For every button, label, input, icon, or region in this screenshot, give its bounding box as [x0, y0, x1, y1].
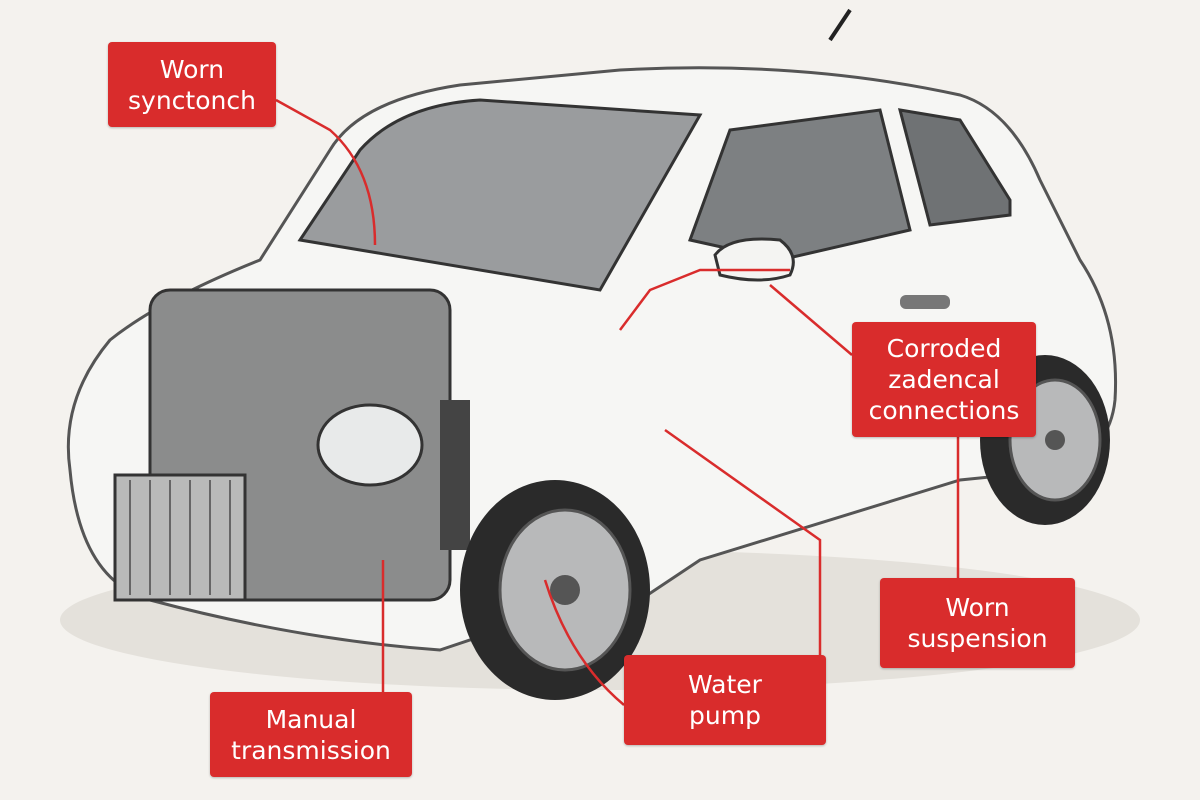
door-handle	[900, 295, 950, 309]
label-text: pump	[689, 701, 761, 730]
label-text: Corroded	[886, 334, 1002, 363]
car-body	[66, 8, 1118, 652]
leader-lines	[275, 98, 960, 706]
windshield	[297, 98, 703, 292]
label-text: zadencal	[888, 365, 1000, 394]
label-text: Manual	[265, 704, 357, 734]
label-text: Worn	[945, 593, 1010, 622]
front-wheel	[460, 480, 650, 700]
label-text: synctonch	[128, 85, 256, 115]
label-text: Water	[688, 670, 762, 699]
radiator	[113, 473, 247, 602]
label-text: suspension	[907, 624, 1048, 653]
label-text: connections	[868, 396, 1020, 425]
side-window-rear	[897, 108, 1012, 227]
headlight	[316, 403, 424, 487]
suspension-strut	[440, 400, 470, 550]
label-text: Worn	[159, 54, 225, 84]
label-text: transmission	[231, 735, 391, 765]
side-mirror	[713, 237, 795, 282]
